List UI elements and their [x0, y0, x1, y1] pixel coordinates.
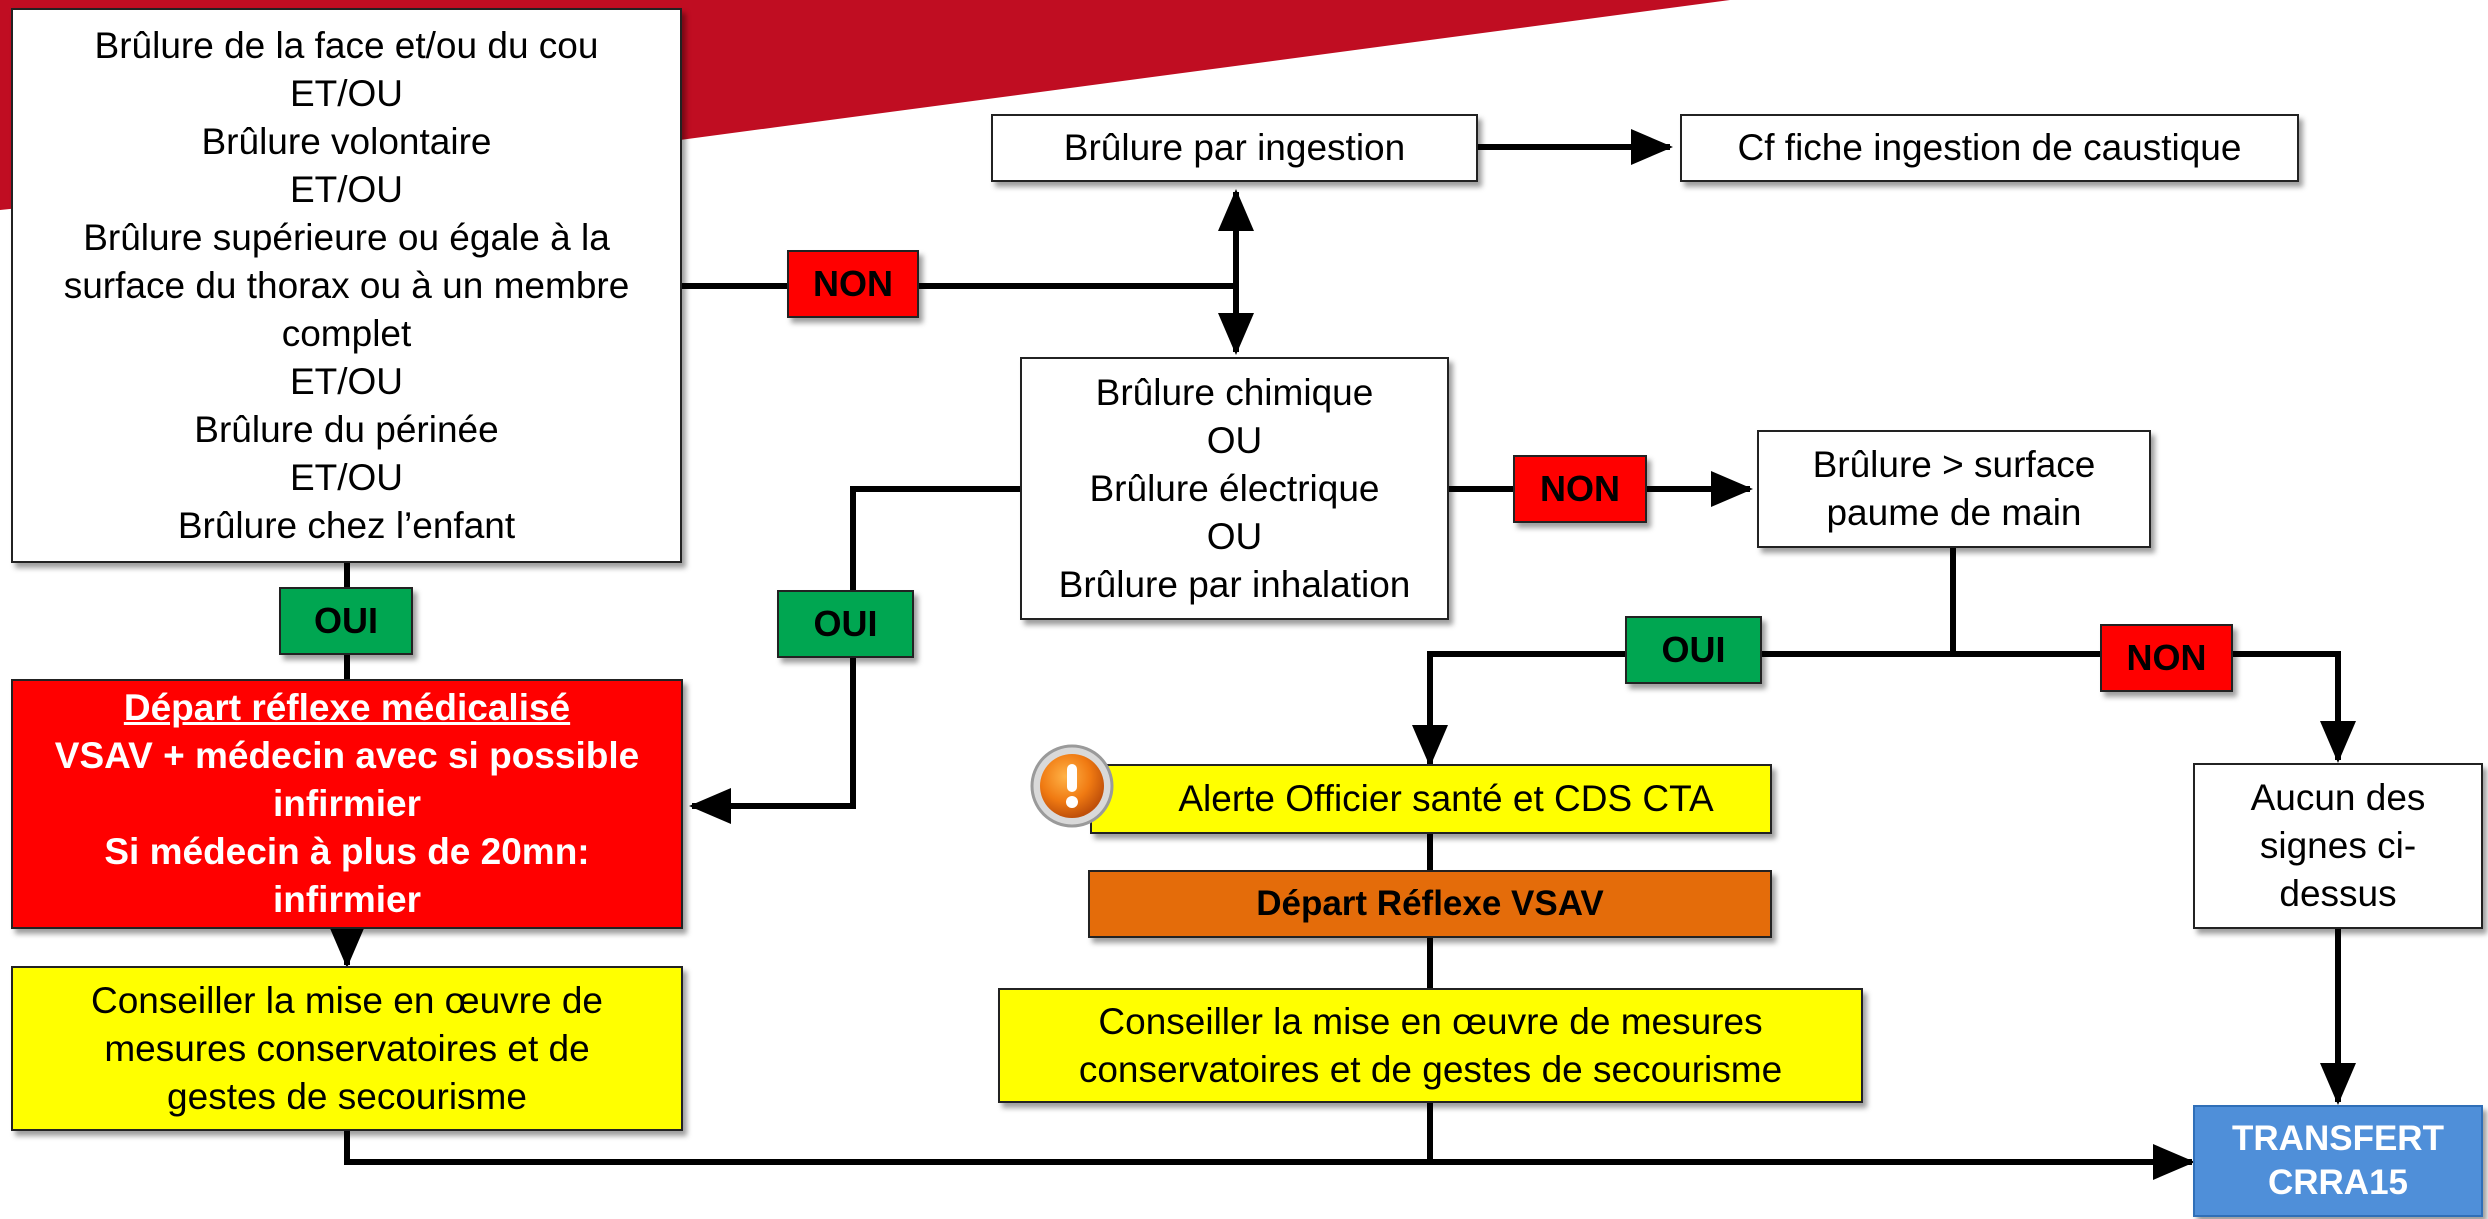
transfer-crra15-box: TRANSFERT CRRA15 — [2193, 1105, 2483, 1217]
criteria-line: ET/OU — [289, 456, 404, 498]
criteria-line: Brûlure chez l’enfant — [177, 504, 516, 546]
advice-left-line: Conseiller la mise en œuvre de — [90, 979, 604, 1021]
chemical-line: Brûlure électrique — [1089, 467, 1380, 509]
advice-left-line: mesures conservatoires et de — [104, 1027, 590, 1069]
advice-mid-line: Conseiller la mise en œuvre de mesures — [1098, 1000, 1763, 1042]
medical-line: infirmier — [272, 783, 422, 824]
non-label-chemical: NON — [1513, 455, 1647, 523]
criteria-line: Brûlure de la face et/ou du cou — [94, 24, 599, 66]
advice-left-line: gestes de secourisme — [167, 1075, 527, 1117]
arrow-palm-non-to-none — [1953, 651, 2356, 763]
caustic-box: Cf fiche ingestion de caustique — [1680, 114, 2299, 182]
medical-title: Départ réflexe médicalisé — [123, 687, 571, 728]
advice-box-left: Conseiller la mise en œuvre de mesures c… — [11, 966, 683, 1131]
advice-mid-line: conservatoires et de gestes de secourism… — [1078, 1048, 1783, 1090]
none-line: Aucun des — [2250, 777, 2426, 818]
chemical-box: Brûlure chimique OU Brûlure électrique O… — [1020, 357, 1449, 620]
non-label-palm: NON — [2100, 624, 2233, 692]
medical-departure-box: Départ réflexe médicalisé VSAV + médecin… — [11, 679, 683, 929]
criteria-line: complet — [281, 312, 412, 354]
criteria-line: ET/OU — [289, 168, 404, 210]
medical-line: VSAV + médecin avec si possible — [54, 735, 640, 776]
palm-line: Brûlure > surface — [1812, 444, 2096, 485]
advice-box-middle: Conseiller la mise en œuvre de mesures c… — [998, 988, 1863, 1103]
oui-label-chemical: OUI — [777, 590, 914, 658]
palm-box: Brûlure > surface paume de main — [1757, 430, 2151, 548]
criteria-line: Brûlure du périnée — [194, 408, 499, 450]
none-of-signs-box: Aucun des signes ci- dessus — [2193, 763, 2483, 929]
oui-label-palm: OUI — [1625, 616, 1762, 684]
non-label-criteria: NON — [787, 250, 919, 318]
alert-exclamation-icon — [1030, 744, 1114, 828]
medical-line: infirmier — [272, 879, 422, 920]
arrow-advice-to-transfer — [344, 1131, 2195, 1180]
medical-line: Si médecin à plus de 20mn: — [104, 831, 590, 872]
criteria-line: Brûlure supérieure ou égale à la — [83, 216, 610, 258]
criteria-line: ET/OU — [289, 360, 404, 402]
palm-line: paume de main — [1826, 492, 2082, 533]
alert-box: Alerte Officier santé et CDS CTA — [1090, 764, 1772, 834]
chemical-line: Brûlure par inhalation — [1058, 563, 1411, 605]
criteria-line: ET/OU — [289, 72, 404, 114]
ingestion-box: Brûlure par ingestion — [991, 114, 1478, 182]
transfer-line: TRANSFERT — [2232, 1119, 2444, 1158]
criteria-box: Brûlure de la face et/ou du cou ET/OU Br… — [11, 8, 682, 563]
oui-label-criteria: OUI — [279, 587, 413, 655]
vsav-departure-box: Départ Réflexe VSAV — [1088, 870, 1772, 938]
chemical-line: OU — [1206, 419, 1263, 461]
none-line: dessus — [2279, 873, 2397, 914]
criteria-line: Brûlure volontaire — [201, 120, 492, 162]
none-line: signes ci- — [2259, 825, 2417, 866]
criteria-line: surface du thorax ou à un membre — [63, 264, 630, 306]
chemical-line: OU — [1206, 515, 1263, 557]
arrow-palm-oui-to-alert — [1412, 651, 1953, 767]
chemical-line: Brûlure chimique — [1095, 371, 1374, 413]
transfer-line: CRRA15 — [2267, 1163, 2409, 1202]
